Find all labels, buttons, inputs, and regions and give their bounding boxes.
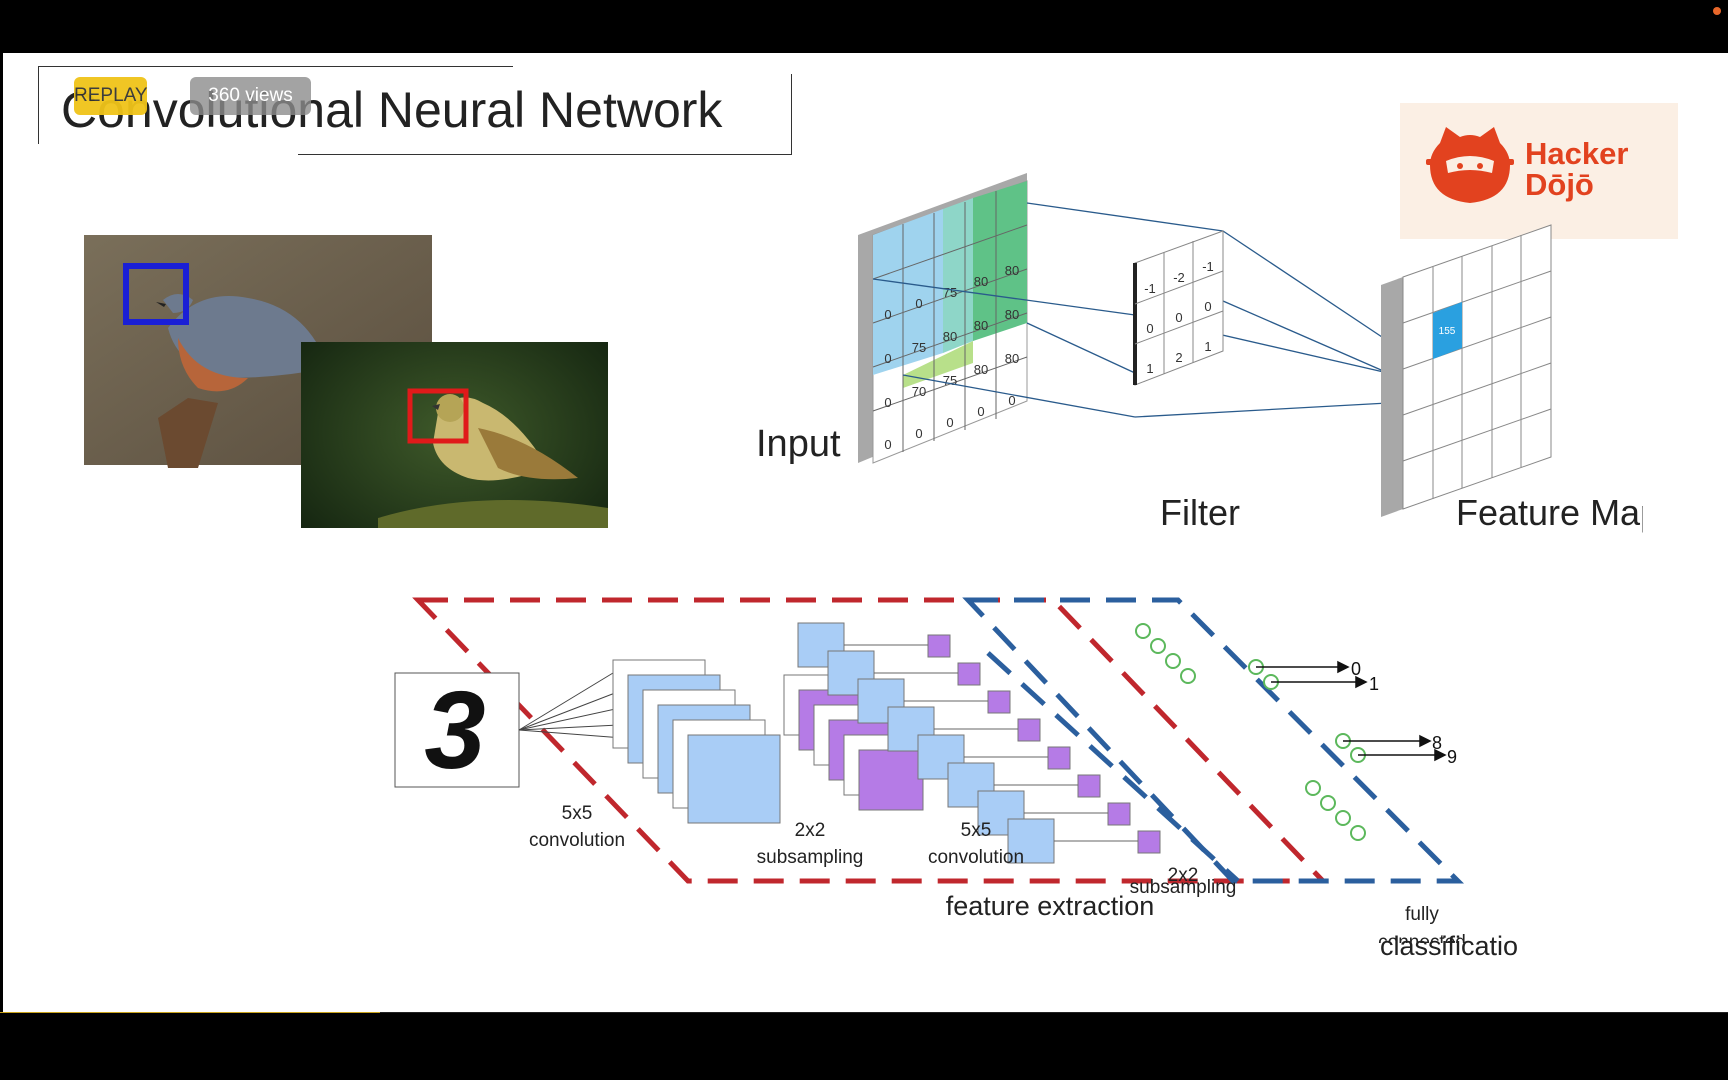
stage-label: connected (1378, 932, 1466, 943)
stage-label: fully (1405, 904, 1439, 925)
fc-node (1320, 795, 1336, 811)
subsample2-map (987, 690, 1011, 714)
stage-label: 5x5 (961, 820, 992, 841)
subsample2-map (1017, 718, 1041, 742)
fc-node (1135, 623, 1151, 639)
bird-photos (84, 235, 608, 528)
conv2-map (1007, 818, 1055, 864)
title-frame-right (791, 74, 792, 154)
feature-map-label: Feature Map (1456, 492, 1643, 533)
stage-label: convolution (928, 847, 1024, 868)
filter-cell: -1 (1202, 259, 1214, 274)
stage-label: convolution (529, 830, 625, 851)
feature-extraction-label: feature extraction (946, 891, 1155, 921)
input-cell: 0 (884, 351, 891, 366)
fc-node (1150, 638, 1166, 654)
subsample2-map (927, 634, 951, 658)
stage-label: subsampling (757, 847, 864, 868)
replay-button[interactable]: REPLAY (74, 77, 148, 115)
input-cell: 80 (974, 318, 988, 333)
fc-node (1335, 810, 1351, 826)
video-bottom-bar (0, 1013, 1728, 1080)
title-frame-bottom (298, 154, 792, 155)
hacker-dojo-logo-icon (1426, 127, 1514, 203)
input-cell: 80 (974, 274, 988, 289)
digit-label: 3 (424, 669, 485, 792)
filter-grid: -1 -2 -1 0 0 0 1 2 1 (1133, 230, 1224, 386)
overlay-cover (1535, 693, 1728, 1013)
input-cell: 0 (884, 395, 891, 410)
views-badge: 360 views (190, 77, 311, 115)
classification-box (962, 597, 1465, 884)
input-grid: 0 0 75 80 80 0 75 80 80 80 0 70 75 80 80… (858, 173, 1028, 464)
subsample2-map (1077, 774, 1101, 798)
subsample2-map (957, 662, 981, 686)
stage-label: subsampling (1130, 877, 1237, 898)
video-top-bar (0, 0, 1728, 53)
feature-map-grid: 155 (1381, 224, 1552, 517)
input-cell: 75 (943, 373, 957, 388)
cnn-architecture-diagram: 3 (394, 597, 1466, 943)
input-label: Input (756, 423, 841, 465)
input-cell: 0 (977, 404, 984, 419)
subsample1-maps (783, 674, 924, 811)
input-cell: 75 (912, 340, 926, 355)
filter-label: Filter (1160, 492, 1240, 533)
input-cell: 80 (1005, 307, 1019, 322)
output-label: 1 (1369, 674, 1379, 694)
input-cell: 0 (884, 437, 891, 452)
conv2-maps (797, 622, 1161, 864)
filter-cell: 0 (1146, 321, 1153, 336)
title-frame-left (38, 66, 39, 144)
input-cell: 80 (1005, 351, 1019, 366)
input-cell: 75 (943, 285, 957, 300)
input-cell: 0 (884, 307, 891, 322)
fc-node (1305, 780, 1321, 796)
logo-line2: Dōjō (1525, 167, 1594, 202)
logo-text: Hacker Dōjō (1525, 138, 1628, 200)
input-cell: 0 (915, 426, 922, 441)
conv1-maps (612, 659, 781, 824)
filter-cell: 1 (1146, 361, 1153, 376)
subsample2-map (1137, 830, 1161, 854)
filter-cell: -2 (1173, 270, 1185, 285)
logo-box (1400, 103, 1678, 239)
classification-label: classificatio (1380, 931, 1519, 961)
input-cell: 70 (912, 384, 926, 399)
conv2-map (917, 734, 965, 780)
input-cell: 80 (943, 329, 957, 344)
input-cell: 0 (946, 415, 953, 430)
output-label: 8 (1432, 733, 1442, 753)
stage-label: 2x2 (795, 820, 826, 841)
digit-input: 3 (394, 669, 520, 792)
input-cell: 80 (974, 362, 988, 377)
logo-line1: Hacker (1525, 136, 1629, 171)
subsample2-map (1107, 802, 1131, 826)
record-dot-icon (1713, 7, 1721, 15)
input-cell: 0 (1008, 393, 1015, 408)
filter-cell: -1 (1144, 281, 1156, 296)
filter-cell: 1 (1204, 339, 1211, 354)
stage-label: 5x5 (562, 803, 593, 824)
input-cell: 80 (1005, 263, 1019, 278)
fc-nodes (1135, 623, 1366, 841)
fc-node (1180, 668, 1196, 684)
title-frame-top (38, 66, 513, 67)
output-label: 0 (1351, 659, 1361, 679)
slide: Convolutional Neural Network Hacker Dōjō (3, 53, 1728, 1013)
slide-title: Convolutional Neural Network (61, 82, 723, 138)
bird-photo-2 (301, 342, 608, 528)
input-cell: 0 (915, 296, 922, 311)
convolution-diagram: 0 0 75 80 80 0 75 80 80 80 0 70 75 80 80… (756, 173, 1643, 533)
stage-label: 2x2 (1168, 865, 1199, 886)
output-label: 9 (1447, 747, 1457, 767)
filter-cell: 0 (1175, 310, 1182, 325)
feature-map-cell: 155 (1439, 326, 1456, 337)
filter-cell: 0 (1204, 299, 1211, 314)
subsample2-map (1047, 746, 1071, 770)
fc-node (1165, 653, 1181, 669)
filter-cell: 2 (1175, 350, 1182, 365)
fc-node (1350, 825, 1366, 841)
